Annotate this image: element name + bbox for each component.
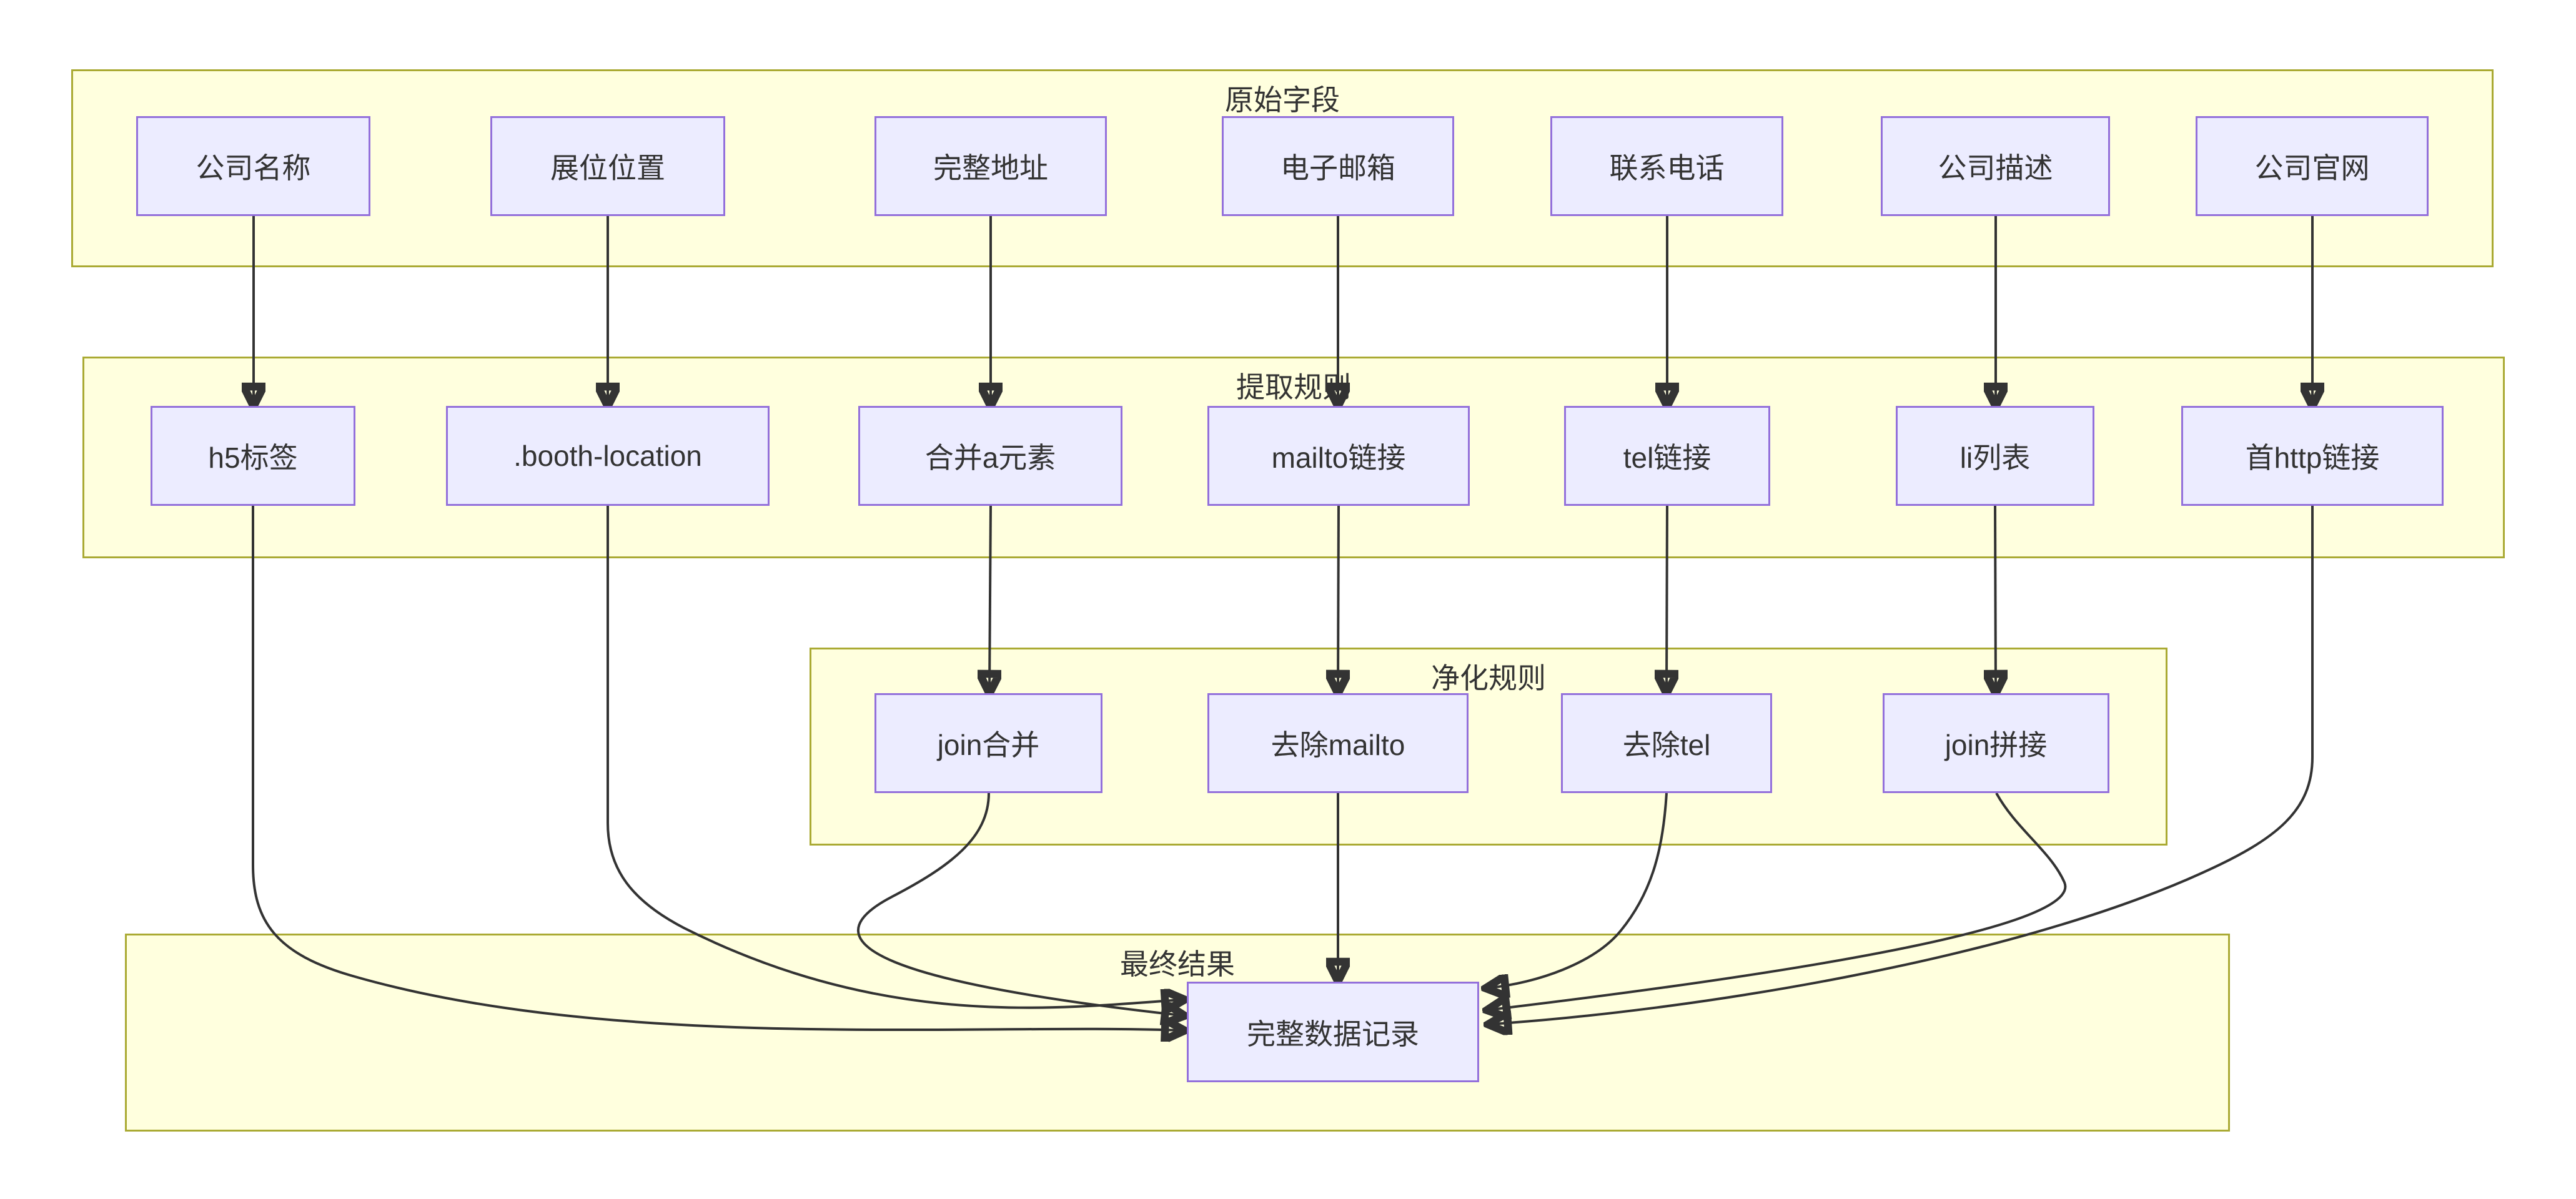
node-label: h5标签 (208, 442, 298, 474)
node-merge-a: 合并a元素 (858, 406, 1122, 506)
node-label: 首http链接 (2245, 442, 2380, 474)
node-label: join拼接 (1944, 729, 2048, 761)
node-website: 公司官网 (2196, 116, 2429, 216)
node-label: li列表 (1959, 442, 2031, 474)
node-strip-mailto: 去除mailto (1207, 693, 1469, 793)
node-company-name: 公司名称 (136, 116, 370, 216)
node-desc: 公司描述 (1881, 116, 2110, 216)
node-li-list: li列表 (1896, 406, 2094, 506)
node-label: 合并a元素 (924, 442, 1056, 474)
node-label: 公司描述 (1938, 152, 2053, 184)
node-label: 公司官网 (2254, 152, 2370, 184)
node-http-link: 首http链接 (2181, 406, 2444, 506)
node-booth-loc: .booth-location (446, 406, 770, 506)
node-phone: 联系电话 (1550, 116, 1783, 216)
cluster-result: 最终结果 (125, 934, 2230, 1132)
node-label: 去除tel (1622, 729, 1711, 761)
node-label: 完整地址 (933, 152, 1048, 184)
node-label: 电子邮箱 (1281, 152, 1395, 184)
cluster-result-title: 最终结果 (1120, 948, 1235, 980)
node-label: .booth-location (513, 440, 702, 472)
node-label: 完整数据记录 (1247, 1017, 1419, 1050)
node-mailto: mailto链接 (1207, 406, 1470, 506)
node-full-addr: 完整地址 (874, 116, 1107, 216)
cluster-extract-title: 提取规则 (1236, 371, 1351, 403)
node-h5tag: h5标签 (151, 406, 355, 506)
node-label: mailto链接 (1271, 442, 1406, 474)
node-label: join合并 (937, 729, 1040, 761)
node-label: 去除mailto (1271, 729, 1405, 761)
cluster-fields-title: 原始字段 (1225, 84, 1340, 116)
node-join-merge: join合并 (874, 693, 1102, 793)
cluster-clean-title: 净化规则 (1431, 662, 1546, 694)
node-label: 联系电话 (1609, 152, 1725, 184)
node-strip-tel: 去除tel (1561, 693, 1772, 793)
node-label: tel链接 (1623, 442, 1712, 474)
node-record: 完整数据记录 (1187, 982, 1479, 1082)
node-label: 展位位置 (550, 152, 665, 184)
node-label: 公司名称 (196, 152, 311, 184)
node-email: 电子邮箱 (1222, 116, 1454, 216)
node-booth-pos: 展位位置 (490, 116, 725, 216)
node-tel: tel链接 (1564, 406, 1770, 506)
node-join-concat: join拼接 (1883, 693, 2109, 793)
